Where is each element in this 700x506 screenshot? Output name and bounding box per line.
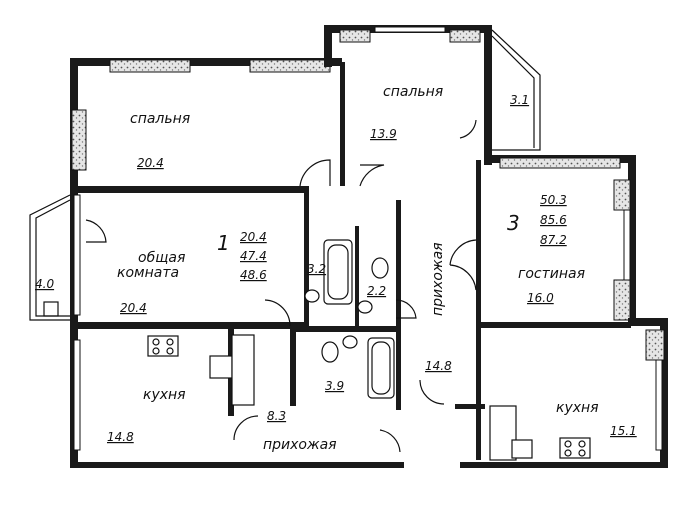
apt3-living: 50.3 <box>540 193 567 207</box>
kitchen-left-area: 14.8 <box>107 430 134 444</box>
bedroom-top-name: спальня <box>383 84 443 100</box>
kitchen-left-name: кухня <box>143 387 186 403</box>
wc-left-area: 2.2 <box>367 284 386 298</box>
hall-bottom-name: прихожая <box>263 437 337 453</box>
living-right-name: гостиная <box>518 266 585 282</box>
apt3-number: 3 <box>507 211 520 235</box>
living-left-area: 20.4 <box>120 301 147 315</box>
apt3-total: 85.6 <box>540 213 567 227</box>
bedroom-left-name: спальня <box>130 111 190 127</box>
bath-left-area: 3.2 <box>307 262 326 276</box>
bedroom-left-area: 20.4 <box>137 156 164 170</box>
apt1-number: 1 <box>217 231 230 255</box>
door-swings <box>85 119 477 453</box>
interior-walls <box>78 62 631 460</box>
fixtures <box>73 26 663 461</box>
balcony-left-area: 4.0 <box>35 277 54 291</box>
hall-vertical-name: прихожая <box>430 242 446 316</box>
bedroom-top-area: 13.9 <box>370 127 397 141</box>
balcony-shapes <box>29 29 541 321</box>
apt1-living: 20.4 <box>240 230 267 244</box>
apt1-total: 47.4 <box>240 249 267 263</box>
hall-left-area: 8.3 <box>267 409 286 423</box>
kitchen-right-name: кухня <box>556 400 599 416</box>
apt1-gross: 48.6 <box>240 268 267 282</box>
hall-center-area: 14.8 <box>425 359 452 373</box>
living-right-area: 16.0 <box>527 291 554 305</box>
balcony-top-area: 3.1 <box>510 93 529 107</box>
bath-center-area: 3.9 <box>325 379 344 393</box>
living-left-name-1: общая <box>138 250 185 266</box>
kitchen-right-area: 15.1 <box>610 424 637 438</box>
living-left-name-2: комната <box>117 265 179 281</box>
room-labels: спальня 20.4 спальня 13.9 3.1 общая комн… <box>35 84 637 453</box>
apt3-gross: 87.2 <box>540 233 567 247</box>
